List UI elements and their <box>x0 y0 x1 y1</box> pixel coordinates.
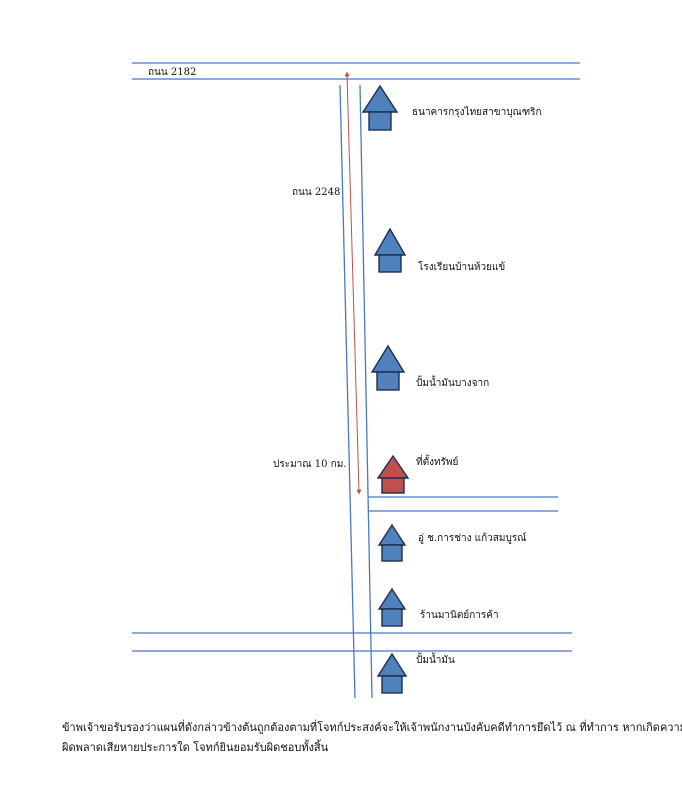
place-label-gas-station: ปั้มน้ำมัน <box>416 652 455 666</box>
distance-arrow <box>344 71 362 495</box>
place-label-property: ที่ตั้งทรัพย์ <box>416 454 458 468</box>
lower-cross-road <box>132 632 572 652</box>
house-icon-school <box>373 227 407 273</box>
road-2182 <box>132 62 580 80</box>
side-road <box>368 496 558 512</box>
place-label-bank: ธนาคารกรุงไทยสาขาบุณฑริก <box>412 106 542 118</box>
house-icon-bangchak-station <box>370 344 406 391</box>
road-2248-label: ถนน 2248 <box>292 187 340 198</box>
house-icon-property <box>376 454 410 494</box>
certification-line-1: ข้าพเจ้าขอรับรองว่าแผนที่ดังกล่าวข้างต้น… <box>62 721 682 734</box>
place-label-garage: อู่ ช.การช่าง แก้วสมบูรณ์ <box>418 532 526 544</box>
road-2182-label: ถนน 2182 <box>148 67 196 78</box>
certification-line-2: ผิดพลาดเสียหายประการใด โจทก์ยินยอมรับผิด… <box>62 741 329 754</box>
certification-note: ข้าพเจ้าขอรับรองว่าแผนที่ดังกล่าวข้างต้น… <box>62 718 682 758</box>
house-icon-manit-shop <box>377 587 407 627</box>
house-icon-gas-station <box>376 652 408 694</box>
house-icon-garage <box>377 523 407 562</box>
place-label-bangchak-station: ปั้มน้ำมันบางจาก <box>416 375 489 389</box>
place-label-manit-shop: ร้านมานิตย์การค้า <box>420 609 499 621</box>
place-label-school: โรงเรียนบ้านห้วยแข้ <box>418 260 505 273</box>
house-icon-bank <box>361 84 399 131</box>
distance-label: ประมาณ 10 กม. <box>273 459 346 470</box>
